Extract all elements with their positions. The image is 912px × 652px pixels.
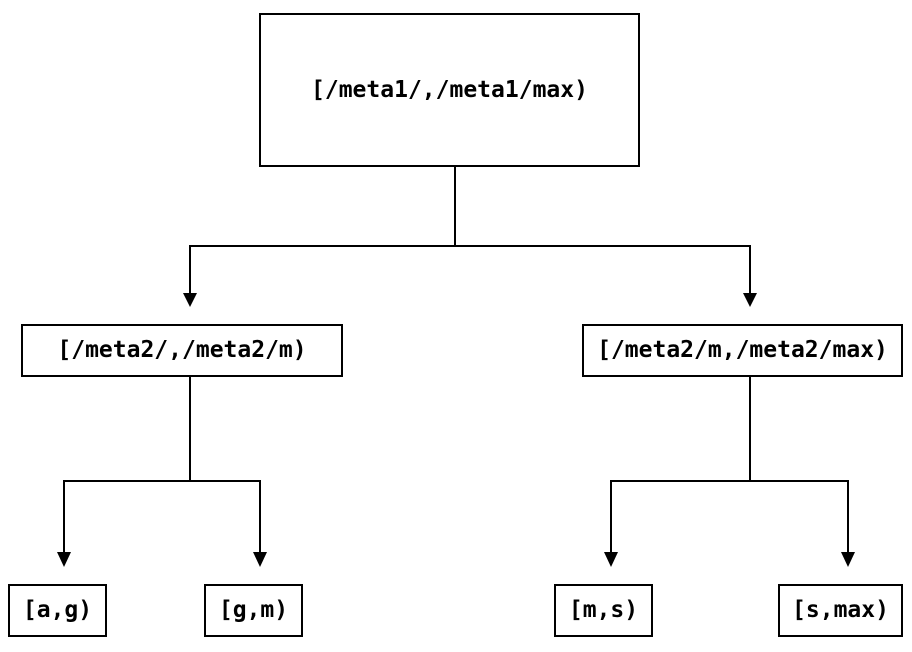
arrowhead-down-icon (183, 293, 197, 307)
node-meta2-left: [/meta2/,/meta2/m) (21, 324, 343, 377)
node-leaf-ms: [m,s) (554, 584, 653, 637)
edge-left-elbow (63, 480, 261, 553)
node-leaf-ag: [a,g) (8, 584, 107, 637)
node-meta2-right-label: [/meta2/m,/meta2/max) (597, 337, 888, 363)
arrowhead-down-icon (841, 552, 855, 567)
arrowhead-down-icon (743, 293, 757, 307)
node-meta2-left-label: [/meta2/,/meta2/m) (57, 337, 307, 363)
node-leaf-gm-label: [g,m) (218, 597, 289, 623)
node-meta2-right: [/meta2/m,/meta2/max) (582, 324, 903, 377)
arrowhead-down-icon (604, 552, 618, 567)
node-leaf-ag-label: [a,g) (22, 597, 93, 623)
node-leaf-gm: [g,m) (204, 584, 303, 637)
edge-right-elbow (610, 480, 849, 553)
arrowhead-down-icon (57, 552, 71, 567)
edge-level1-elbow (189, 245, 751, 293)
node-root-label: [/meta1/,/meta1/max) (311, 76, 588, 103)
node-leaf-ms-label: [m,s) (568, 597, 639, 623)
node-leaf-smax-label: [s,max) (792, 597, 889, 623)
node-leaf-smax: [s,max) (778, 584, 903, 637)
arrowhead-down-icon (253, 552, 267, 567)
node-root: [/meta1/,/meta1/max) (259, 13, 640, 167)
